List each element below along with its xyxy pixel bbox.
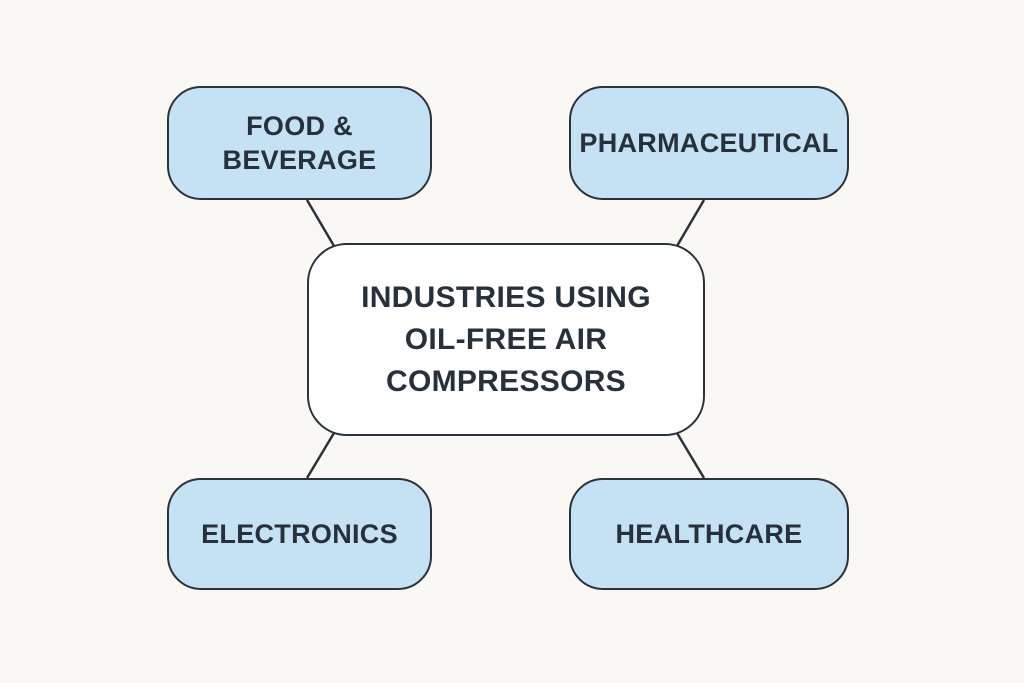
branch-food-beverage: FOOD & BEVERAGE [167,86,432,200]
center-node: INDUSTRIES USING OIL-FREE AIR COMPRESSOR… [307,243,705,436]
branch-electronics: ELECTRONICS [167,478,432,590]
center-label-line: COMPRESSORS [385,364,626,398]
branch-pharmaceutical: PHARMACEUTICAL [569,86,849,200]
branch-label-line: HEALTHCARE [615,519,803,549]
branch-label-line: ELECTRONICS [201,519,398,549]
center-label-line: OIL-FREE AIR [404,322,608,356]
branch-healthcare: HEALTHCARE [569,478,849,590]
center-label-line: INDUSTRIES USING [361,280,651,314]
branch-label-line: PHARMACEUTICAL [579,128,839,158]
branch-label-line: BEVERAGE [222,145,377,175]
branch-label-line: FOOD & [246,111,353,141]
